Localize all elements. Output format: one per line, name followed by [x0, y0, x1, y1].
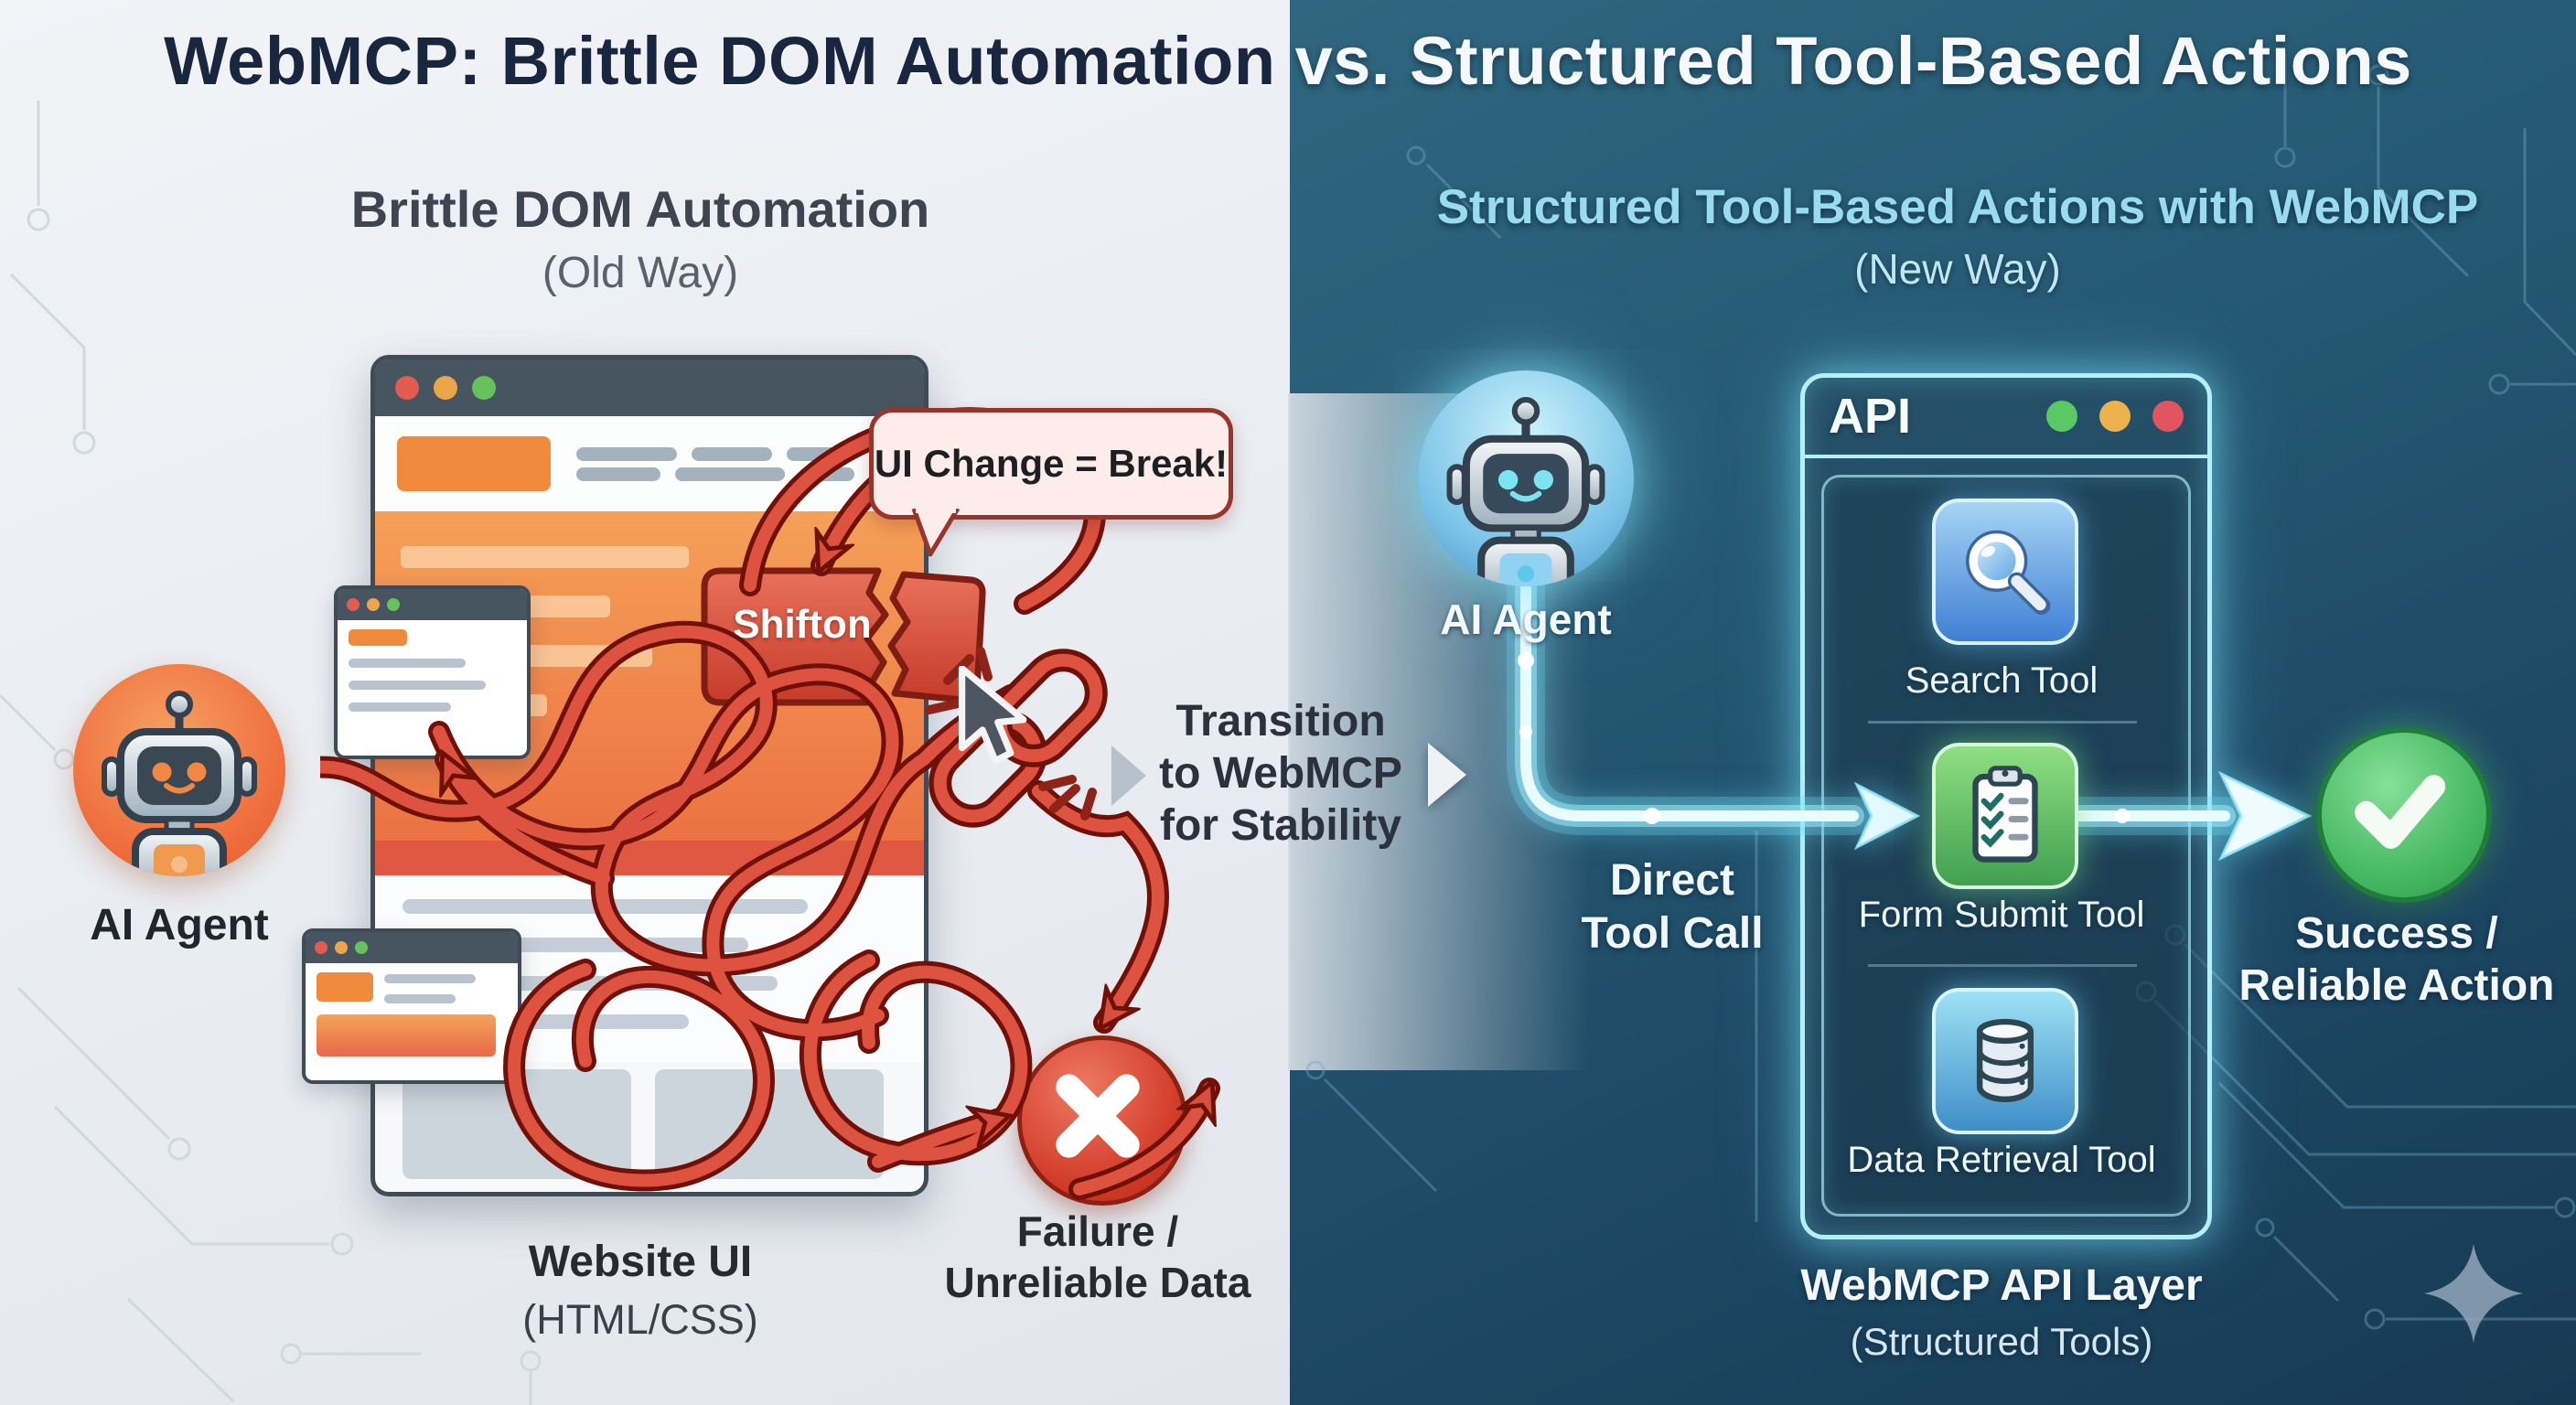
browser-titlebar — [375, 359, 924, 416]
window-zoom-dot-icon — [472, 376, 496, 400]
transition-line3: for Stability — [1159, 801, 1402, 850]
left-subheading-text: (Old Way) — [542, 249, 739, 297]
window-minimize-dot-icon — [434, 376, 457, 400]
circuit-traces-left-icon — [0, 101, 542, 1405]
failure-caption: Failure / Unreliable Data — [933, 1206, 1262, 1308]
api-panel-title: API — [1829, 389, 1912, 444]
success-line1: Success / — [2295, 909, 2498, 958]
tool-divider — [1868, 721, 2137, 724]
page-title: WebMCP: Brittle DOM Automation vs. Struc… — [0, 22, 2576, 100]
direct-line1: Direct — [1609, 856, 1735, 905]
ai-agent-avatar-left — [73, 664, 285, 876]
tool-divider — [1868, 964, 2137, 967]
robot-icon — [1450, 400, 1603, 586]
data-retrieval-tool-label: Data Retrieval Tool — [1847, 1140, 2156, 1180]
webmcp-layer-caption: WebMCP API Layer (Structured Tools) — [1791, 1260, 2212, 1364]
window-close-dot-icon — [395, 376, 419, 400]
ai-agent-label-left: AI Agent — [90, 901, 269, 949]
transition-line1: Transition — [1175, 697, 1386, 745]
page-title-left: WebMCP: Brittle DOM Automation — [164, 23, 1276, 99]
page-title-right: vs. Structured Tool-Based Actions — [1275, 23, 2412, 99]
api-window-dots — [2046, 401, 2184, 432]
left-column-heading: Brittle DOM Automation (Old Way) — [293, 179, 988, 298]
transition-line2: to WebMCP — [1159, 749, 1402, 798]
logo-placeholder — [397, 436, 551, 491]
data-retrieval-tool-button[interactable] — [1932, 988, 2078, 1134]
right-subheading-text: (New Way) — [1854, 245, 2061, 293]
window-dot-red-icon — [2152, 401, 2184, 432]
form-submit-tool-label: Form Submit Tool — [1858, 895, 2145, 935]
shifton-button-label: Shifton — [733, 602, 872, 647]
direct-tool-call-caption: Direct Tool Call — [1544, 854, 1800, 960]
api-panel-titlebar: API — [1805, 378, 2207, 458]
search-tool-button[interactable] — [1932, 499, 2078, 645]
transition-caption: Transition to WebMCP for Stability — [1134, 695, 1427, 852]
success-line2: Reliable Action — [2238, 961, 2555, 1010]
database-icon — [1976, 1018, 2034, 1102]
direct-line2: Tool Call — [1581, 909, 1764, 958]
website-line2: (HTML/CSS) — [522, 1296, 758, 1343]
form-submit-tool-button[interactable] — [1932, 743, 2078, 889]
right-column-heading: Structured Tool-Based Actions with WebMC… — [1363, 179, 2552, 294]
robot-icon — [104, 693, 254, 876]
ai-agent-avatar-right — [1418, 370, 1634, 586]
popup-titlebar — [306, 932, 518, 963]
tool-call-flow-arrow-icon — [1507, 566, 2313, 862]
speech-bubble-tail-icon — [911, 509, 961, 557]
layer-line1: WebMCP API Layer — [1800, 1261, 2203, 1310]
clipboard-checklist-icon — [1972, 766, 2038, 863]
window-dot-green-icon — [2046, 401, 2077, 432]
ui-break-text: UI Change = Break! — [874, 442, 1229, 485]
popup-titlebar — [338, 589, 527, 620]
ai-agent-label-right: AI Agent — [1440, 595, 1612, 643]
transition-arrow-right-icon — [1428, 743, 1466, 807]
search-tool-label: Search Tool — [1905, 660, 2098, 701]
transition-arrow-left-icon — [1111, 745, 1146, 806]
right-heading-text: Structured Tool-Based Actions with WebMC… — [1436, 180, 2479, 234]
window-dot-orange-icon — [2099, 401, 2131, 432]
ui-break-speech-bubble: UI Change = Break! — [869, 408, 1233, 520]
cursor-arrow-icon — [958, 666, 1027, 765]
popup-window-bottom — [302, 928, 521, 1084]
website-line1: Website UI — [528, 1238, 753, 1286]
left-heading-text: Brittle DOM Automation — [350, 180, 930, 238]
failure-line1: Failure / — [1016, 1207, 1179, 1255]
failure-line2: Unreliable Data — [944, 1259, 1251, 1306]
sparkle-icon — [2424, 1244, 2523, 1343]
magnifier-icon — [1966, 530, 2051, 615]
website-caption: Website UI (HTML/CSS) — [476, 1237, 805, 1344]
layer-line2: (Structured Tools) — [1850, 1320, 2153, 1363]
hero-accent-band — [375, 841, 924, 875]
success-check-icon — [2316, 727, 2492, 903]
success-caption: Success / Reliable Action — [2214, 907, 2576, 1012]
